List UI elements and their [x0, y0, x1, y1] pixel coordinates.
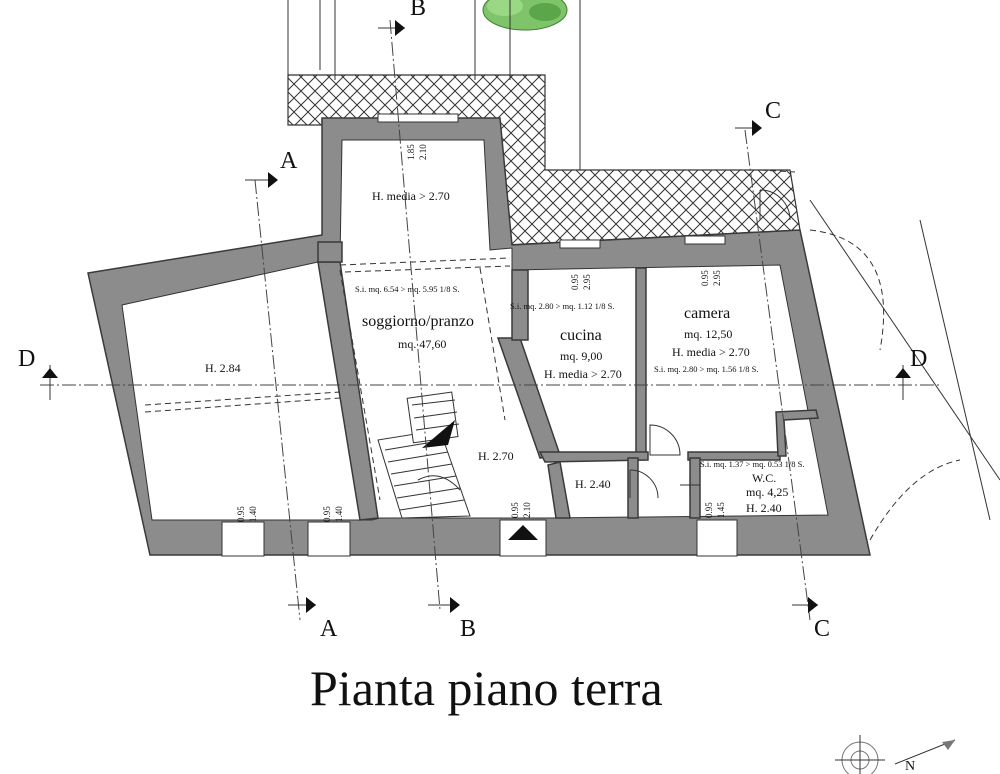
stair-area-height: H. 2.70 — [478, 449, 514, 463]
section-marker-c-top — [735, 120, 762, 136]
bottom-window-1-width: 0.95 — [236, 506, 246, 522]
section-label-a-top: A — [280, 148, 298, 174]
entrance-door-width: 0.95 — [510, 502, 520, 518]
bottom-window-2-width: 0.95 — [322, 506, 332, 522]
bedroom-window-width: 0.95 — [700, 270, 710, 286]
section-label-a-bottom: A — [320, 616, 338, 642]
kitchen-name: cucina — [560, 327, 602, 344]
entrance-door-height: 2.10 — [522, 502, 532, 518]
bottom-window-2-height: 1.40 — [334, 506, 344, 522]
left-room-height: H. 2.84 — [205, 361, 241, 375]
construction-lines — [287, 0, 1000, 521]
section-label-d-left: D — [18, 346, 35, 372]
wc-height: H. 2.40 — [746, 501, 782, 515]
wc-name: W.C. — [752, 471, 776, 485]
bedroom-window-height: 2.95 — [712, 270, 722, 286]
entrance-arrow-icon — [508, 525, 538, 540]
section-marker-b-bottom — [428, 597, 460, 613]
compass-icon: N — [835, 735, 956, 774]
living-room-name: soggiorno/pranzo — [362, 313, 474, 330]
interior-walls — [317, 241, 819, 521]
beam-lines — [144, 169, 796, 501]
staircase — [377, 391, 471, 519]
wc-si-note: S.i. mq. 1.37 > mq. 0.53 1/8 S. — [700, 459, 804, 469]
kitchen-area: mq. 9,00 — [560, 349, 602, 363]
section-axes — [40, 19, 940, 621]
section-label-b-bottom: B — [460, 616, 476, 642]
wc-area: mq. 4,25 — [746, 485, 788, 499]
kitchen-height: H. media > 2.70 — [544, 367, 622, 381]
compass-north-label: N — [905, 759, 915, 774]
section-marker-d-right — [895, 365, 911, 400]
bedroom-name: camera — [684, 305, 730, 322]
plan-title: Pianta piano terra — [310, 660, 663, 716]
upper-room-height: H. media > 2.70 — [372, 189, 450, 203]
bottom-window-1-height: 1.40 — [248, 506, 258, 522]
corridor-height: H. 2.40 — [575, 477, 611, 491]
wall-openings — [221, 113, 738, 557]
section-marker-a-top — [245, 172, 278, 188]
section-label-b-top: B — [410, 0, 426, 21]
wc-window-height: 1.45 — [716, 502, 726, 518]
living-room-area: mq. 47,60 — [398, 337, 446, 351]
section-marker-c-bottom — [792, 597, 818, 613]
kitchen-window-height: 2.95 — [582, 274, 592, 290]
section-label-c-bottom: C — [814, 616, 830, 642]
wc-window-width: 0.95 — [704, 502, 714, 518]
bedroom-si-note: S.i. mq. 2.80 > mq. 1.56 1/8 S. — [654, 364, 758, 374]
section-label-c-top: C — [765, 98, 781, 124]
stair-direction-icon — [422, 420, 455, 448]
living-si-note: S.i. mq. 6.54 > mq. 5.95 1/8 S. — [355, 284, 459, 294]
bedroom-area: mq. 12,50 — [684, 327, 732, 341]
tree-icon — [482, 0, 568, 31]
section-marker-a-bottom — [288, 597, 316, 613]
kitchen-si-note: S.i. mq. 2.80 > mq. 1.12 1/8 S. — [510, 301, 614, 311]
top-opening-height: 2.10 — [418, 144, 428, 160]
top-opening-width: 1.85 — [406, 144, 416, 160]
section-marker-d-left — [42, 365, 58, 400]
section-label-d-right: D — [910, 346, 927, 372]
doors — [629, 189, 961, 541]
kitchen-window-width: 0.95 — [570, 274, 580, 290]
section-marker-b-top — [378, 20, 405, 36]
bedroom-height: H. media > 2.70 — [672, 345, 750, 359]
